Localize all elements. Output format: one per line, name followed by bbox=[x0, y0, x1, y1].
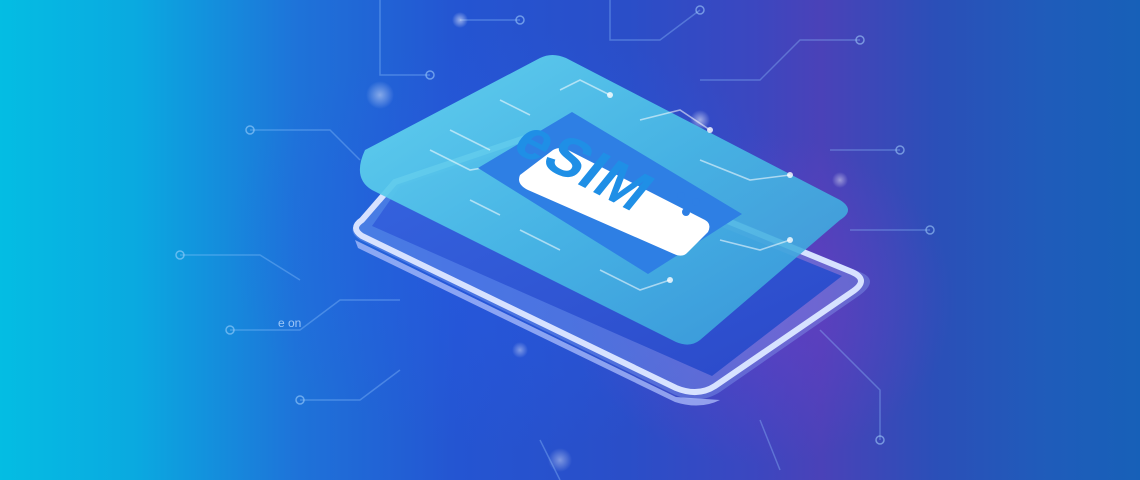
floating-sim-card: eSIM bbox=[359, 55, 848, 345]
background-circuit-nodes bbox=[175, 5, 935, 445]
esim-dots-icon bbox=[677, 192, 700, 216]
background-circuit-traces bbox=[180, 0, 930, 480]
esim-label-badge bbox=[519, 148, 710, 256]
circuit-caption: e on bbox=[278, 316, 302, 330]
sparkles bbox=[366, 12, 848, 472]
